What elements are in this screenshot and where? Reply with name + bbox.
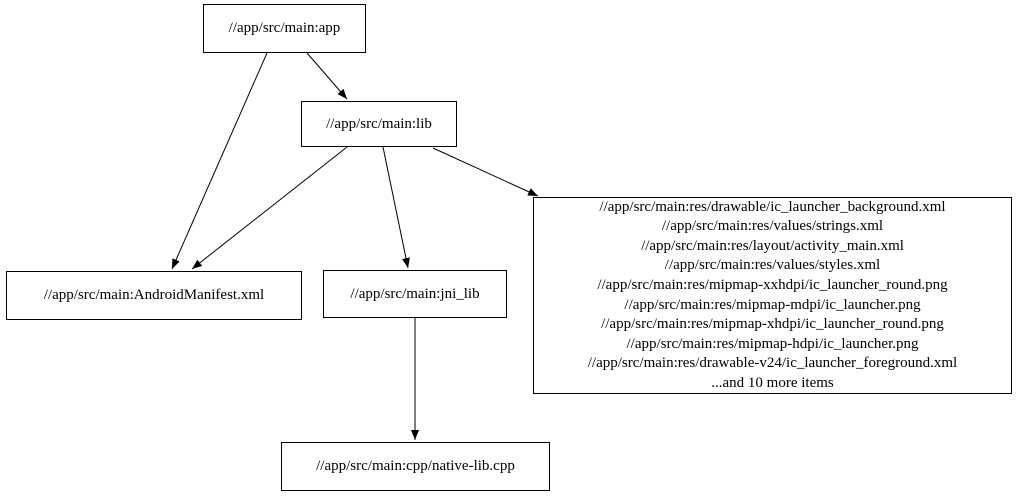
resource-item: //app/src/main:res/drawable/ic_launcher_… <box>599 198 946 215</box>
node-android-manifest-label: //app/src/main:AndroidManifest.xml <box>43 287 265 303</box>
node-android-manifest: //app/src/main:AndroidManifest.xml <box>6 271 302 320</box>
resource-item: //app/src/main:res/layout/activity_main.… <box>641 237 904 254</box>
node-jni-lib-label: //app/src/main:jni_lib <box>350 285 480 302</box>
node-app-label: //app/src/main:app <box>228 20 341 36</box>
edge-lib-to-jni-lib <box>382 146 410 269</box>
node-lib-label: //app/src/main:lib <box>326 115 432 132</box>
node-app: //app/src/main:app <box>203 4 366 53</box>
node-jni-lib: //app/src/main:jni_lib <box>323 270 507 318</box>
resource-item: //app/src/main:res/values/styles.xml <box>664 257 881 274</box>
resource-item: //app/src/main:res/values/strings.xml <box>661 218 884 235</box>
resource-item: //app/src/main:res/mipmap-mdpi/ic_launch… <box>624 296 921 313</box>
node-resource-group: //app/src/main:res/drawable/ic_launcher_… <box>533 197 1012 394</box>
node-native-lib-cpp-label: //app/src/main:cpp/native-lib.cpp <box>316 458 515 474</box>
edge-app-to-lib <box>306 52 348 100</box>
resource-item: //app/src/main:res/mipmap-xhdpi/ic_launc… <box>601 316 944 333</box>
edge-lib-to-resources <box>432 147 539 197</box>
resource-item-more: ...and 10 more items <box>711 374 834 391</box>
resource-item: //app/src/main:res/drawable-v24/ic_launc… <box>587 355 958 372</box>
edge-lib-to-manifest <box>191 146 348 270</box>
node-native-lib-cpp: //app/src/main:cpp/native-lib.cpp <box>281 442 550 491</box>
edge-app-to-manifest <box>171 52 268 270</box>
resource-item: //app/src/main:res/mipmap-hdpi/ic_launch… <box>626 335 919 352</box>
resource-item: //app/src/main:res/mipmap-xxhdpi/ic_laun… <box>597 276 948 293</box>
node-lib: //app/src/main:lib <box>301 101 457 147</box>
